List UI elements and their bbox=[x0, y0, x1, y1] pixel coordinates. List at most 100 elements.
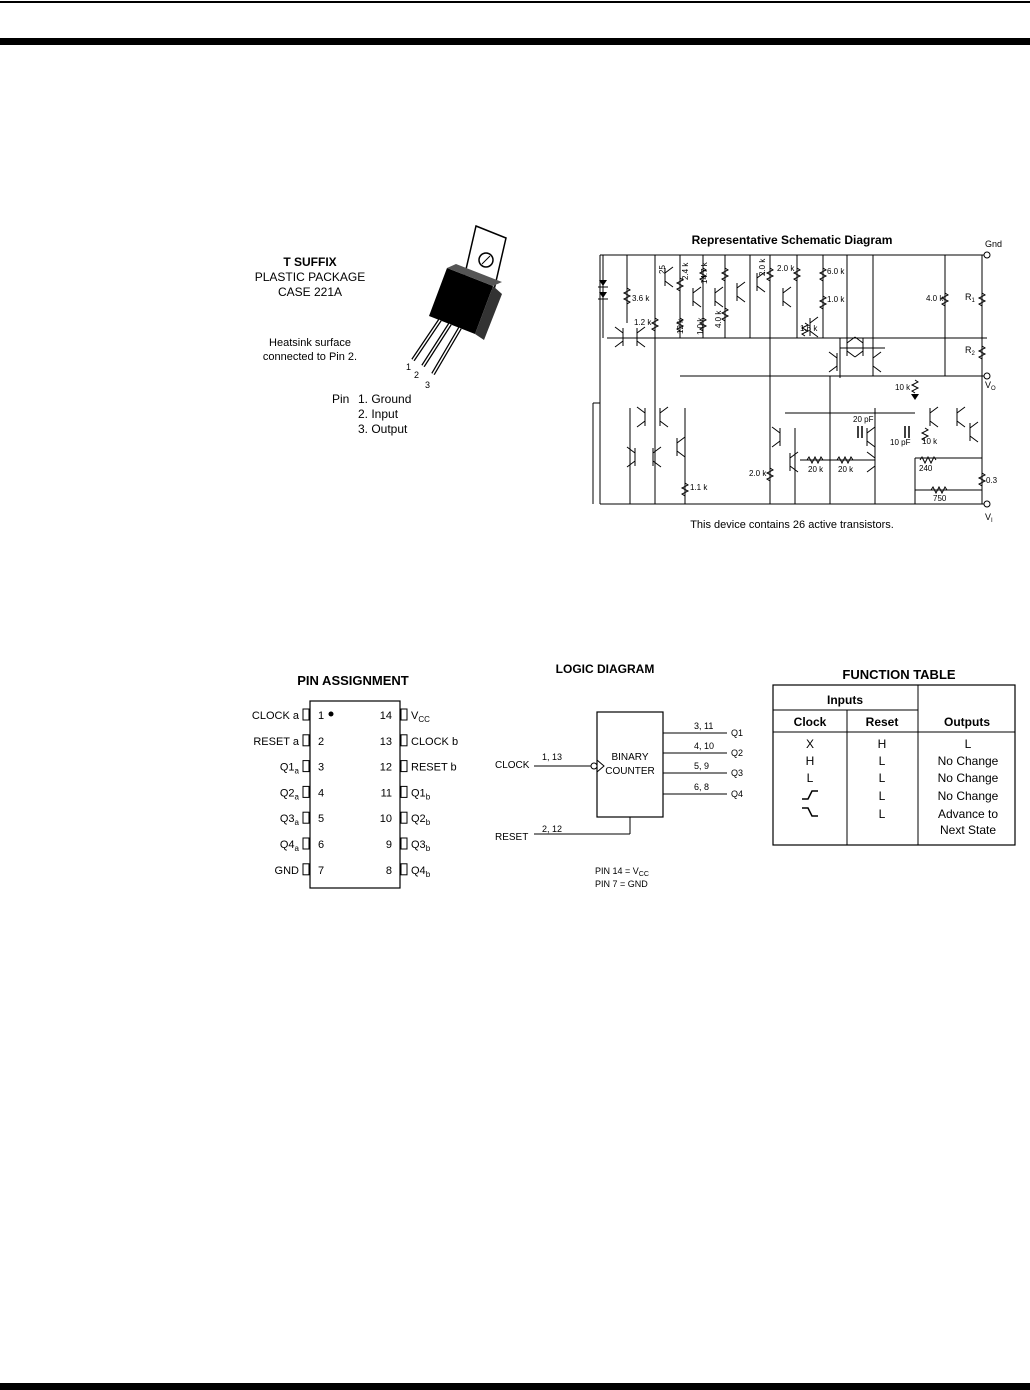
pin-number-right: 10 bbox=[380, 813, 392, 825]
ft-reset-cell: H bbox=[878, 737, 887, 751]
package-pin-2: 2. Input bbox=[358, 407, 399, 421]
pin-number-left: 1 bbox=[318, 710, 324, 722]
ft-reset-cell: L bbox=[879, 754, 886, 768]
pin-number-left: 3 bbox=[318, 762, 324, 774]
res-label-3.6k: 3.6 k bbox=[632, 294, 650, 303]
ft-clock-cell: L bbox=[807, 771, 814, 785]
package-pin-3: 3. Output bbox=[358, 422, 408, 436]
res-label-1.2k: 1.2 k bbox=[634, 318, 652, 327]
pin-stub-right bbox=[400, 760, 408, 773]
ft-output-cell: Advance to bbox=[938, 807, 998, 821]
ft-output-cell: No Change bbox=[938, 754, 999, 768]
pin-name-left: Q1a bbox=[280, 762, 300, 776]
ft-clock-cell: H bbox=[806, 754, 815, 768]
pin-name-left: Q3a bbox=[280, 813, 300, 827]
vi-label: VI bbox=[985, 512, 993, 524]
res-label-6.0k: 6.0 k bbox=[827, 267, 845, 276]
pin-stub-right bbox=[400, 734, 408, 747]
transistor-symbols bbox=[614, 266, 979, 473]
pin-stub-left bbox=[302, 811, 310, 824]
package-line2: PLASTIC PACKAGE bbox=[255, 270, 365, 284]
pin-stub-left bbox=[302, 863, 310, 876]
cap-label-20pF: 20 pF bbox=[853, 415, 874, 424]
pin1-indicator-dot bbox=[328, 711, 334, 717]
outputs-column-header: Outputs bbox=[944, 715, 990, 729]
res-label-20k-b: 20 k bbox=[838, 465, 854, 474]
res-label-750: 750 bbox=[933, 494, 947, 503]
capacitor-symbols bbox=[857, 426, 910, 438]
pin-stub-left bbox=[302, 734, 310, 747]
next-state-line: Next State bbox=[940, 823, 996, 837]
cap-label-10pF: 10 pF bbox=[890, 438, 911, 447]
pin-name-left: Q2a bbox=[280, 787, 300, 801]
clock-pin-numbers: 1, 13 bbox=[542, 752, 562, 762]
package-figure: T SUFFIX PLASTIC PACKAGE CASE 221A Heats… bbox=[255, 224, 507, 436]
res-label-4.0k-b: 4.0 k bbox=[926, 294, 944, 303]
reset-pin-numbers: 2, 12 bbox=[542, 824, 562, 834]
package-pin-1: 1. Ground bbox=[358, 392, 411, 406]
pin14-note: PIN 14 = VCC bbox=[595, 866, 649, 878]
pin-word: Pin bbox=[332, 392, 349, 406]
vo-terminal bbox=[983, 372, 991, 380]
res-label-25: 25 bbox=[658, 265, 667, 274]
r1-label: R1 bbox=[965, 292, 976, 304]
pin-name-left: CLOCK a bbox=[252, 710, 300, 722]
pin-number-right: 8 bbox=[386, 865, 392, 877]
pin-stub-right bbox=[400, 708, 408, 721]
output-pin-numbers: 3, 11 bbox=[694, 721, 713, 731]
res-label-1.0k-a: 1.0 k bbox=[696, 317, 705, 335]
pin-stub-right bbox=[400, 785, 408, 798]
pin-number-left: 6 bbox=[318, 839, 324, 851]
rising-edge-symbol bbox=[802, 790, 818, 800]
gnd-terminal bbox=[983, 251, 991, 259]
output-pin-numbers: 4, 10 bbox=[694, 741, 714, 751]
clock-inversion-bubble bbox=[590, 762, 598, 770]
res-label-2.4k: 2.4 k bbox=[681, 262, 690, 280]
lead-number-1: 1 bbox=[406, 362, 411, 372]
top-thin-rule bbox=[0, 1, 1030, 3]
output-pin-numbers: 6, 8 bbox=[694, 782, 709, 792]
reset-input-label: RESET bbox=[495, 832, 528, 843]
pin-number-left: 2 bbox=[318, 736, 324, 748]
pin-number-left: 4 bbox=[318, 787, 324, 799]
pin-number-right: 9 bbox=[386, 839, 392, 851]
pin-name-right: RESET b bbox=[411, 762, 457, 774]
function-table-frame bbox=[772, 684, 1016, 846]
res-label-1.1k: 1.1 k bbox=[690, 483, 708, 492]
bottom-thick-rule bbox=[0, 1383, 1030, 1390]
pin-number-right: 12 bbox=[380, 762, 392, 774]
res-label-4.0k-a: 4.0 k bbox=[714, 310, 723, 328]
pin-number-right: 14 bbox=[380, 710, 392, 722]
function-table-title: FUNCTION TABLE bbox=[842, 667, 955, 682]
package-line3: CASE 221A bbox=[278, 285, 342, 299]
binary-counter-block bbox=[596, 711, 664, 818]
ft-output-cell: L bbox=[965, 737, 972, 751]
output-name: Q2 bbox=[731, 748, 743, 758]
lead-number-3: 3 bbox=[425, 380, 430, 390]
heatsink-note-line1: Heatsink surface bbox=[269, 337, 351, 349]
ft-reset-cell: L bbox=[879, 807, 886, 821]
inputs-header: Inputs bbox=[827, 693, 863, 707]
function-table-figure: FUNCTION TABLE Inputs Clock Reset Output… bbox=[772, 667, 1016, 846]
res-label-0.3: 0.3 bbox=[986, 476, 998, 485]
output-pin-numbers: 5, 9 bbox=[694, 761, 709, 771]
res-label-2.0k-a: 2.0 k bbox=[758, 258, 767, 276]
pin-number-left: 7 bbox=[318, 865, 324, 877]
pin-number-left: 5 bbox=[318, 813, 324, 825]
pin-number-right: 11 bbox=[381, 787, 392, 799]
ft-reset-cell: L bbox=[879, 771, 886, 785]
logic-diagram-title: LOGIC DIAGRAM bbox=[556, 662, 655, 676]
res-label-1.0k-b: 1.0 k bbox=[827, 295, 845, 304]
res-label-1.6k: 1.6 k bbox=[800, 324, 818, 333]
package-title: T SUFFIX bbox=[283, 255, 336, 269]
output-name: Q1 bbox=[731, 728, 743, 738]
clock-column-header: Clock bbox=[794, 715, 827, 729]
r2-label: R2 bbox=[965, 345, 976, 357]
res-label-14.7k: 14.7 k bbox=[700, 261, 709, 284]
pin-stub-right bbox=[400, 811, 408, 824]
pin-stub-left bbox=[302, 760, 310, 773]
res-label-2.0k-c: 2.0 k bbox=[749, 469, 767, 478]
vi-terminal bbox=[983, 500, 991, 508]
